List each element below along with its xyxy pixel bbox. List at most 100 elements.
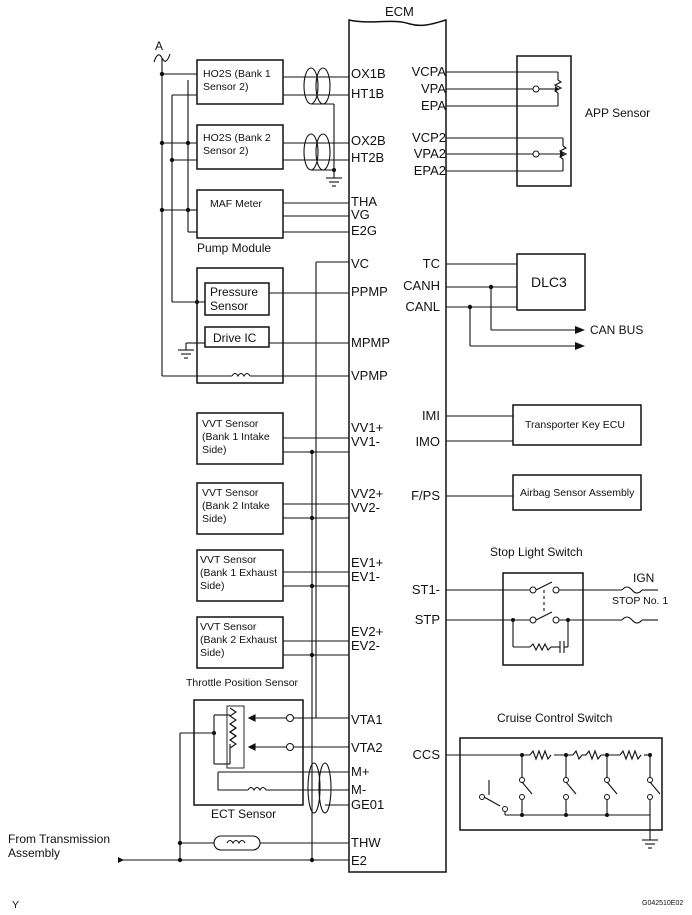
vvt1-label-1: VVT Sensor (202, 418, 259, 430)
ho2s-bank2-label-1: HO2S (Bank 2 (203, 132, 271, 144)
pin-left-label: VG (351, 207, 370, 222)
pin-right-label: CANL (405, 299, 440, 314)
vvt-sensor-bank2-exhaust: VVT Sensor (Bank 2 Exhaust Side) (196, 616, 349, 669)
thermistor-thw: From Transmission Assembly (8, 832, 349, 863)
cruise-control-switch: Cruise Control Switch (446, 711, 663, 849)
throttle-body-block: ECT Sensor (177, 699, 349, 860)
pin-right-label: STP (415, 612, 440, 627)
marker-a: A (153, 39, 171, 63)
marker-a-label: A (155, 39, 163, 53)
ecm-box (348, 19, 447, 873)
from-transmission-label-2: Assembly (8, 846, 60, 860)
pin-right-label: VCP2 (412, 130, 446, 145)
pin-right-label: VCPA (412, 64, 447, 79)
vvt4-label-3: Side) (200, 647, 225, 659)
pin-left-label: VV1- (351, 434, 380, 449)
pin-right-label: ST1- (412, 582, 440, 597)
pin-left-label: VV2+ (351, 486, 383, 501)
vvt3-label-3: Side) (200, 580, 225, 592)
pin-left-label: E2G (351, 223, 377, 238)
pump-module-label: Pump Module (197, 241, 271, 255)
cruise-control-title: Cruise Control Switch (497, 711, 612, 725)
ign-label: IGN (633, 571, 654, 585)
pin-left-label: VV1+ (351, 420, 383, 435)
pin-right-label: CCS (413, 747, 441, 762)
vvt3-label-1: VVT Sensor (200, 554, 257, 566)
transponder-key-ecu: Transporter Key ECU (446, 404, 642, 446)
pin-left-label: VC (351, 256, 369, 271)
app-sensor-label: APP Sensor (585, 106, 650, 120)
ect-sensor-label: ECT Sensor (211, 807, 276, 821)
pin-right-label: TC (423, 256, 440, 271)
pin-right-label: VPA (421, 81, 446, 96)
ho2s-bank2-label-2: Sensor 2) (203, 145, 249, 157)
vvt1-label-3: Side) (202, 444, 227, 456)
pin-right-label: IMO (415, 434, 440, 449)
ho2s-bank1: HO2S (Bank 1 Sensor 2) (162, 59, 349, 105)
vvt-sensor-bank1-exhaust: VVT Sensor (Bank 1 Exhaust Side) (196, 549, 349, 602)
vvt-sensor-bank1-intake: VVT Sensor (Bank 1 Intake Side) (196, 412, 349, 465)
stop-fuse-label: STOP No. 1 (612, 595, 668, 607)
pin-left-label: GE01 (351, 797, 384, 812)
app-sensor: APP Sensor (446, 55, 650, 187)
left-bus-lines (159, 58, 191, 376)
vvt2-label-1: VVT Sensor (202, 487, 259, 499)
pin-left-label: HT2B (351, 150, 384, 165)
stop-light-switch-title: Stop Light Switch (490, 545, 583, 559)
maf-meter: MAF Meter Pump Module (162, 189, 349, 255)
pin-left-label: VV2- (351, 500, 380, 515)
drive-ic-label: Drive IC (213, 331, 257, 345)
pin-left-label: VTA2 (351, 740, 383, 755)
vvt4-label-2: (Bank 2 Exhaust (200, 634, 277, 646)
pin-left-label: M- (351, 782, 366, 797)
maf-label: MAF Meter (210, 198, 262, 210)
ho2s-bank1-label-1: HO2S (Bank 1 (203, 68, 271, 80)
pin-left-label: VTA1 (351, 712, 383, 727)
pin-left-label: OX1B (351, 66, 386, 81)
pin-left-label: E2 (351, 853, 367, 868)
pump-module: Pressure Sensor Drive IC (162, 267, 349, 384)
ho2s-bank1-label-2: Sensor 2) (203, 81, 249, 93)
pin-right-label: VPA2 (414, 146, 446, 161)
transponder-label: Transporter Key ECU (525, 419, 625, 431)
ho2s-bank2: HO2S (Bank 2 Sensor 2) (162, 104, 349, 187)
pin-left-label: EV2- (351, 638, 380, 653)
stop-light-switch: Stop Light Switch IGN STOP No. 1 (446, 545, 668, 666)
vvt-sensor-bank2-intake: VVT Sensor (Bank 2 Intake Side) (196, 482, 349, 535)
vvt1-label-2: (Bank 1 Intake (202, 431, 270, 443)
vvt2-label-2: (Bank 2 Intake (202, 500, 270, 512)
pin-right-label: EPA2 (414, 163, 446, 178)
pin-right-label: EPA (421, 98, 446, 113)
from-transmission-label-1: From Transmission (8, 832, 110, 846)
airbag-label: Airbag Sensor Assembly (520, 487, 635, 499)
can-bus-label: CAN BUS (590, 323, 643, 337)
pin-left-label: MPMP (351, 335, 390, 350)
airbag-sensor-assembly: Airbag Sensor Assembly (446, 474, 642, 511)
vvt4-label-1: VVT Sensor (200, 621, 257, 633)
vvt3-label-2: (Bank 1 Exhaust (200, 567, 277, 579)
pin-right-label: IMI (422, 408, 440, 423)
footer-code: G042510E02 (642, 900, 683, 907)
pin-left-label: EV1- (351, 569, 380, 584)
pin-right-label: F/PS (411, 488, 440, 503)
pin-left-label: M+ (351, 764, 369, 779)
pressure-sensor-label-1: Pressure (210, 285, 258, 299)
pin-left-label: VPMP (351, 368, 388, 383)
pin-left-label: THW (351, 835, 381, 850)
dlc3: DLC3 CAN BUS (446, 253, 643, 350)
pin-left-label: EV2+ (351, 624, 383, 639)
pin-left-label: HT1B (351, 86, 384, 101)
pin-left-label: EV1+ (351, 555, 383, 570)
pin-left-label: OX2B (351, 133, 386, 148)
pin-left-label: THA (351, 194, 377, 209)
pin-right-label: CANH (403, 278, 440, 293)
pressure-sensor-label-2: Sensor (210, 299, 248, 313)
ecm-title: ECM (385, 4, 414, 19)
left-pin-labels: OX1BHT1BOX2BHT2BTHAVGE2GVCPPMPMPMPVPMPVV… (351, 66, 390, 868)
vc-supply (286, 261, 349, 722)
footer-left-label: Y (12, 899, 19, 911)
throttle-position-sensor-label: Throttle Position Sensor (186, 677, 299, 689)
dlc3-label: DLC3 (531, 274, 567, 290)
